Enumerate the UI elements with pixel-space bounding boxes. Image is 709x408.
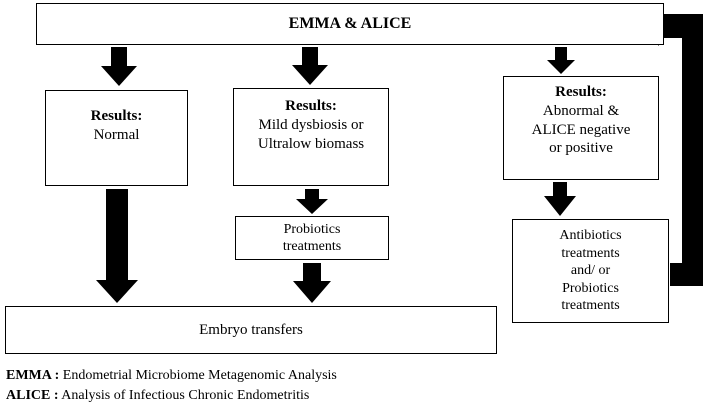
emma-alice-label: EMMA & ALICE: [288, 15, 412, 32]
arrow-normal-to-transfer: [96, 189, 138, 303]
emma-alice-box: EMMA & ALICE: [36, 3, 664, 45]
legend-term: ALICE :: [6, 388, 59, 403]
results-text: Normal: [93, 126, 140, 143]
antibiotics-treatment-box: Antibiotics treatments and/ or Probiotic…: [512, 219, 669, 323]
legend-alice: ALICE : Analysis of Infectious Chronic E…: [6, 388, 309, 404]
treatment-text: treatments: [561, 245, 620, 261]
results-dysbiosis-box: Results: Mild dysbiosis or Ultralow biom…: [233, 88, 389, 186]
results-text: or positive: [549, 140, 613, 157]
legend-definition: Analysis of Infectious Chronic Endometri…: [58, 388, 310, 403]
arrow-dysbiosis-to-probiotics: [296, 189, 328, 214]
results-heading: Results:: [90, 108, 143, 124]
results-heading: Results:: [555, 84, 607, 100]
arrow-top-to-normal: [101, 47, 137, 86]
legend-definition: Endometrial Microbiome Metagenomic Analy…: [59, 368, 337, 383]
arrow-probiotics-to-transfer: [293, 263, 331, 303]
arrow-top-to-abnormal: [547, 47, 575, 74]
treatment-text: Probiotics: [562, 280, 619, 296]
arrow-feedback-loop: [639, 6, 703, 286]
legend-emma: EMMA : Endometrial Microbiome Metagenomi…: [6, 368, 337, 384]
results-abnormal-box: Results: Abnormal & ALICE negative or po…: [503, 76, 659, 180]
legend-term: EMMA :: [6, 368, 60, 383]
embryo-transfers-box: Embryo transfers: [5, 306, 497, 354]
results-text: Mild dysbiosis or: [258, 116, 364, 133]
treatment-text: Antibiotics: [559, 228, 622, 244]
arrow-abnormal-to-antibiotics: [544, 182, 576, 216]
treatment-text: treatments: [282, 239, 342, 254]
arrow-top-to-dysbiosis: [292, 47, 328, 85]
treatment-text: treatments: [561, 298, 620, 314]
results-heading: Results:: [285, 98, 337, 114]
results-normal-box: Results: Normal: [45, 90, 188, 186]
probiotics-treatment-box: Probiotics treatments: [235, 216, 389, 260]
results-text: ALICE negative: [531, 121, 631, 138]
results-text: Abnormal &: [542, 102, 620, 119]
embryo-transfers-label: Embryo transfers: [199, 321, 303, 338]
treatment-text: and/ or: [570, 263, 611, 279]
results-text: Ultralow biomass: [257, 135, 365, 152]
treatment-text: Probiotics: [283, 221, 341, 237]
